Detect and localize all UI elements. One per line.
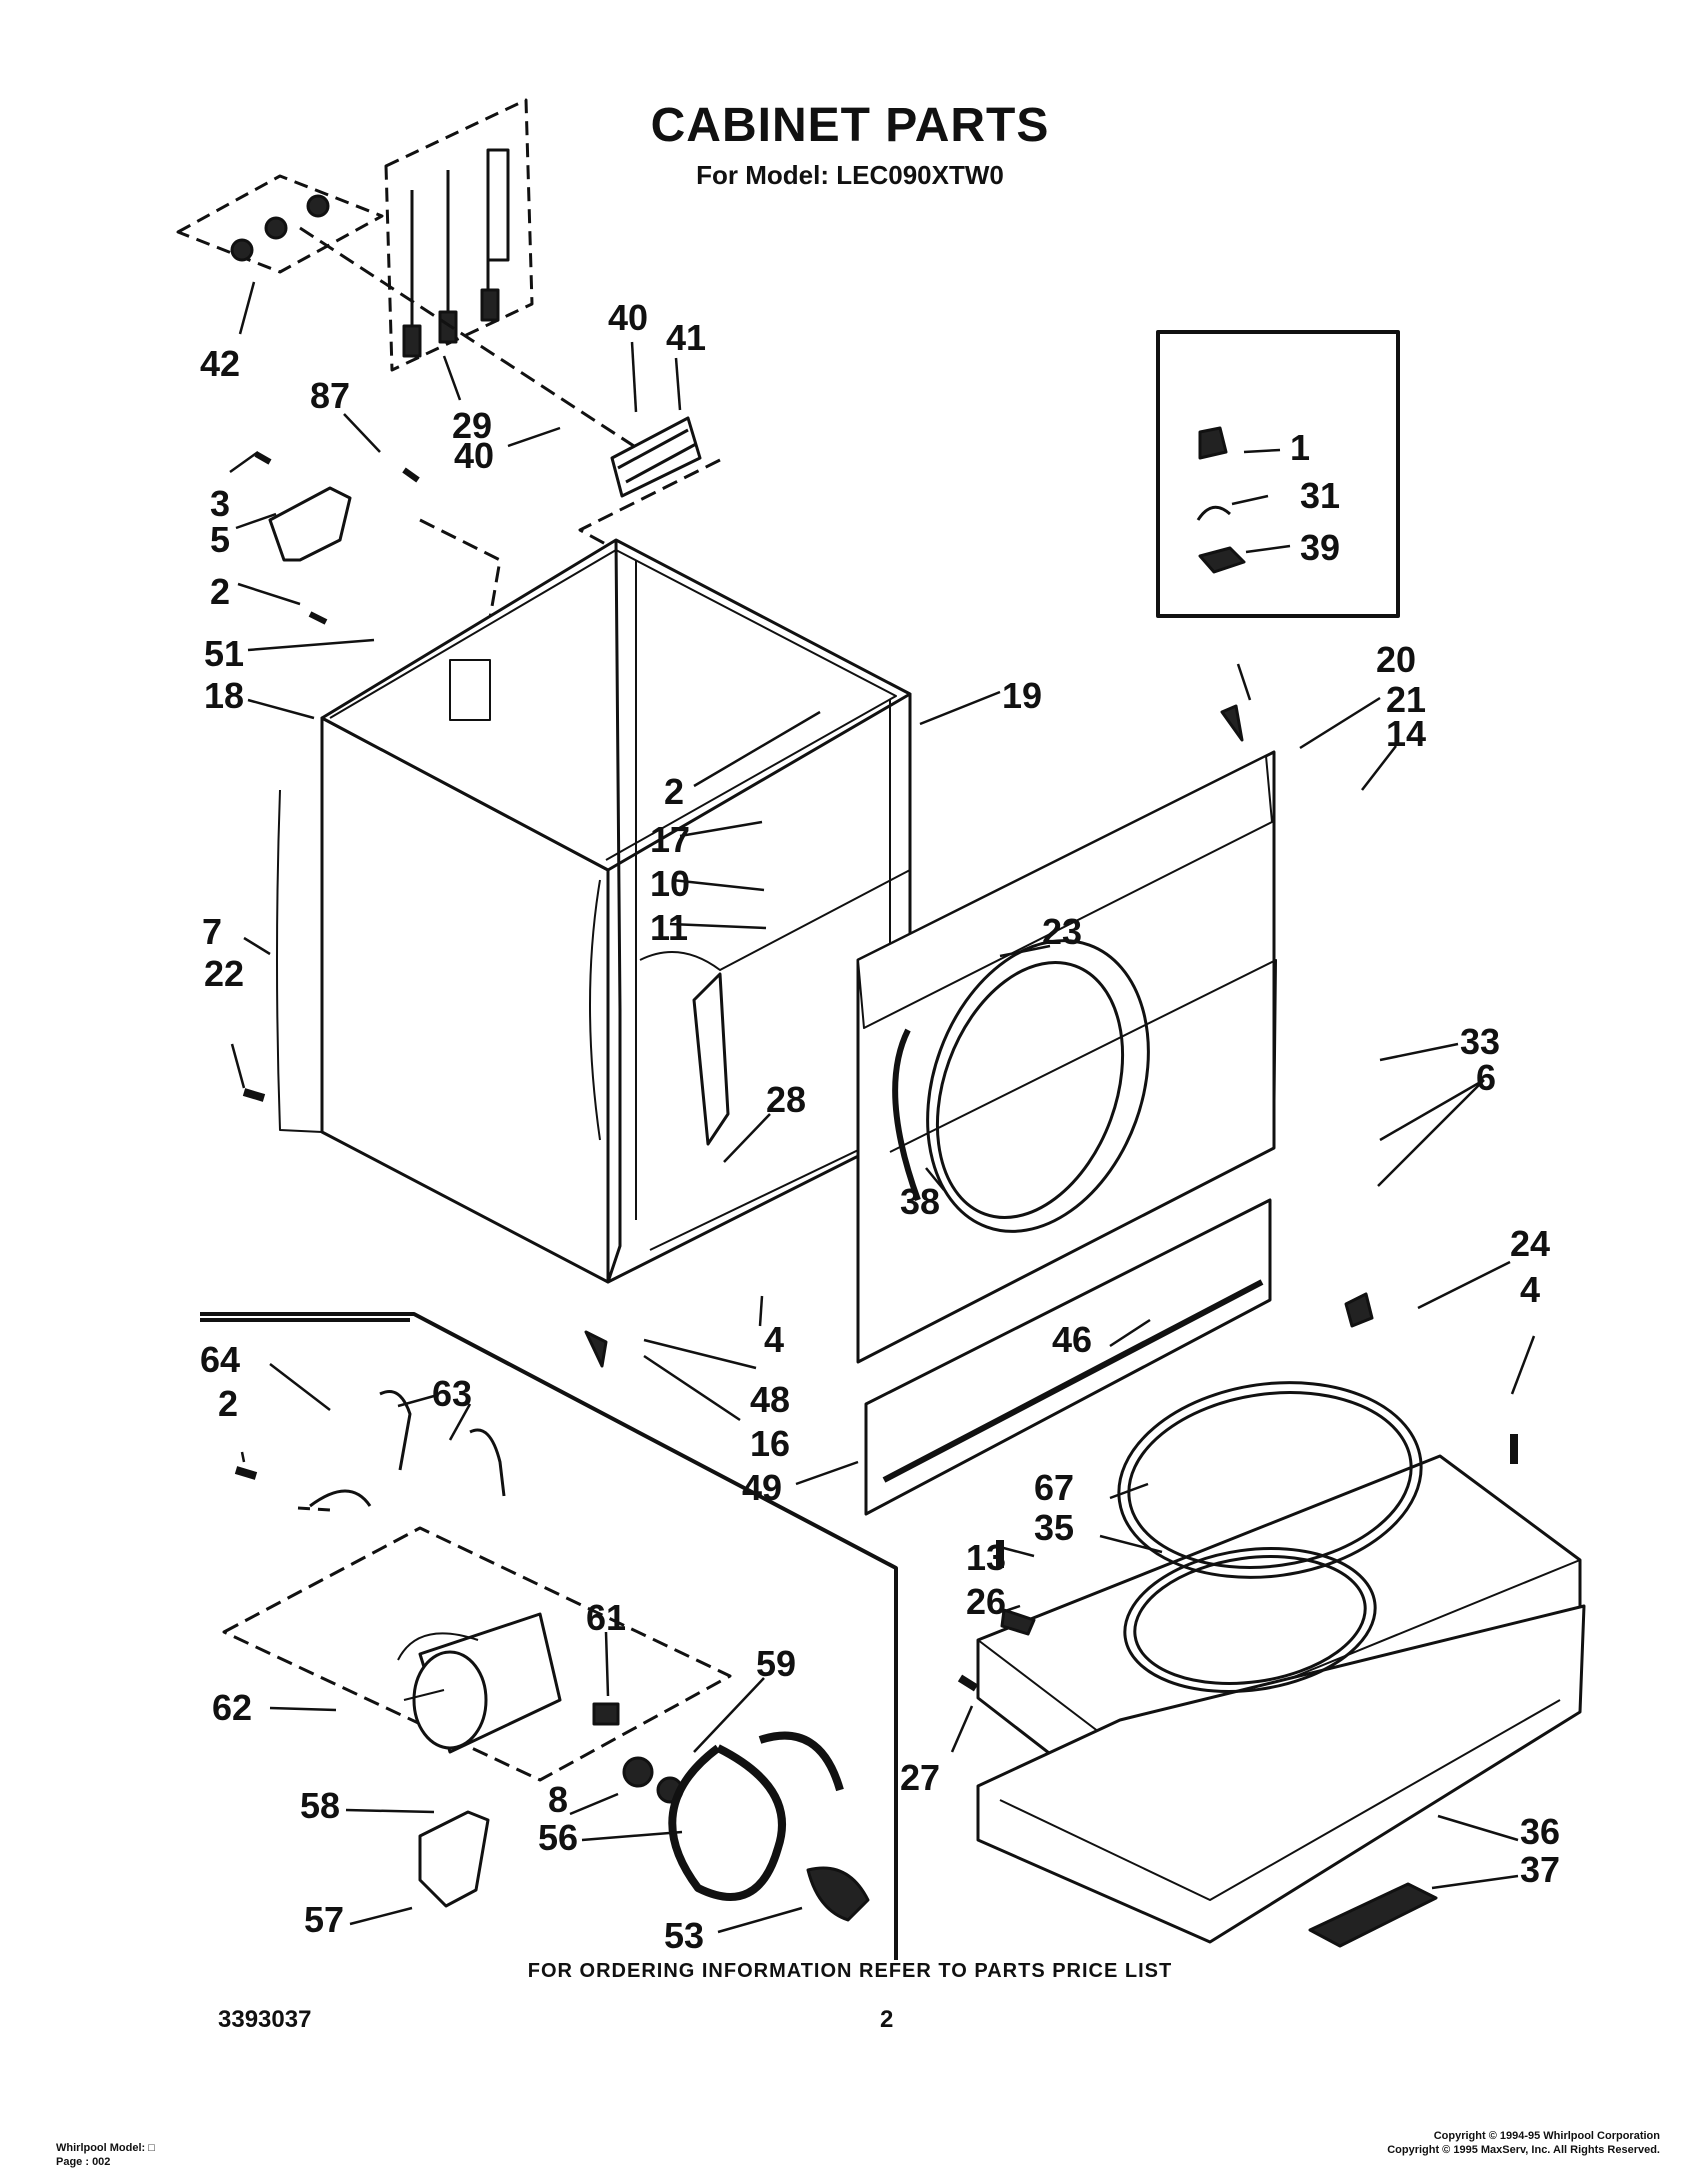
callout-label: 24	[1510, 1223, 1550, 1264]
callout-label: 63	[432, 1373, 472, 1414]
callout-label: 61	[586, 1597, 626, 1638]
knob-b	[264, 216, 288, 240]
callout-label: 10	[650, 863, 690, 904]
callout-label: 13	[966, 1537, 1006, 1578]
callout-label: 2	[664, 771, 684, 812]
bracket-5	[268, 486, 352, 562]
footer-page-line: Page : 002	[56, 2156, 111, 2168]
cabinet-rear-panel	[606, 539, 622, 1283]
callout-label: 46	[1052, 1319, 1092, 1360]
callout-label: 21	[1386, 679, 1426, 720]
callout-label: 31	[1300, 475, 1340, 516]
callout-label: 26	[966, 1581, 1006, 1622]
callout-label: 59	[756, 1643, 796, 1684]
callout-label: 6	[1476, 1057, 1496, 1098]
callout-label: 8	[548, 1779, 568, 1820]
callout-label: 23	[1042, 911, 1082, 952]
part-39-plug	[1198, 546, 1246, 574]
bracket-57	[418, 1810, 490, 1908]
harness-29	[384, 98, 534, 372]
foot-37	[1308, 1882, 1438, 1948]
callout-label: 3	[210, 483, 230, 524]
callout-label: 33	[1460, 1021, 1500, 1062]
callout-label: 56	[538, 1817, 578, 1858]
callout-label: 7	[202, 911, 222, 952]
part-31-wire	[1196, 505, 1231, 521]
copyright-maxserv: Copyright © 1995 MaxServ, Inc. All Right…	[1387, 2144, 1660, 2156]
inset-box	[1156, 330, 1400, 618]
callout-label: 18	[204, 675, 244, 716]
knob-c	[306, 194, 330, 218]
callout-label: 11	[650, 907, 688, 948]
doc-number: 3393037	[218, 2006, 312, 2033]
callout-label: 67	[1034, 1467, 1074, 1508]
belt-67	[1117, 1381, 1423, 1579]
callout-label: 16	[750, 1423, 790, 1464]
callout-label: 53	[664, 1915, 704, 1956]
callout-label: 48	[750, 1379, 790, 1420]
belt-56	[668, 1744, 786, 1901]
callout-label: 22	[204, 953, 244, 994]
copyright-whirlpool: Copyright © 1994-95 Whirlpool Corporatio…	[1433, 2130, 1660, 2142]
callout-label: 62	[212, 1687, 252, 1728]
callout-label: 2	[210, 571, 230, 612]
callout-label: 42	[200, 343, 240, 384]
callout-label: 27	[900, 1757, 940, 1798]
callout-label: 20	[1376, 639, 1416, 680]
callout-label: 58	[300, 1785, 340, 1826]
part-1-clip	[1198, 426, 1228, 460]
callout-label: 39	[1300, 527, 1340, 568]
seal-35	[1123, 1546, 1377, 1694]
callout-label: 4	[1520, 1269, 1540, 1310]
callout-label: 38	[900, 1181, 940, 1222]
knob-a	[230, 238, 254, 262]
footer-model-line: Whirlpool Model: □	[56, 2142, 155, 2154]
base-frame-36	[976, 1604, 1586, 1944]
callout-label: 1	[1290, 427, 1310, 468]
callout-label: 41	[666, 317, 706, 358]
callout-label: 35	[1034, 1507, 1074, 1548]
pulley-8	[622, 1756, 654, 1788]
callout-label: 2	[218, 1383, 238, 1424]
callout-label: 29	[452, 405, 492, 446]
callout-label: 51	[204, 633, 244, 674]
page-title: CABINET PARTS	[650, 99, 1050, 152]
callout-label: 4	[764, 1319, 784, 1360]
callout-label: 14	[1386, 713, 1426, 754]
callout-label: 5	[210, 519, 230, 560]
idler-53	[806, 1866, 870, 1922]
callout-label: 28	[766, 1079, 806, 1120]
ordering-note: FOR ORDERING INFORMATION REFER TO PARTS …	[527, 1960, 1173, 1982]
callout-label: 87	[310, 375, 350, 416]
model-subtitle: For Model: LEC090XTW0	[696, 160, 1004, 190]
callout-label: 49	[742, 1467, 782, 1508]
callout-label: 37	[1520, 1849, 1560, 1890]
callout-label: 40	[454, 435, 494, 476]
door-opening	[926, 939, 1150, 1233]
page-number: 2	[880, 2006, 894, 2033]
callout-label: 19	[1002, 675, 1042, 716]
callout-label: 40	[608, 297, 648, 338]
callout-label: 57	[304, 1899, 344, 1940]
callout-label: 17	[650, 819, 690, 860]
callout-label: 64	[200, 1339, 240, 1380]
callout-label: 36	[1520, 1811, 1560, 1852]
